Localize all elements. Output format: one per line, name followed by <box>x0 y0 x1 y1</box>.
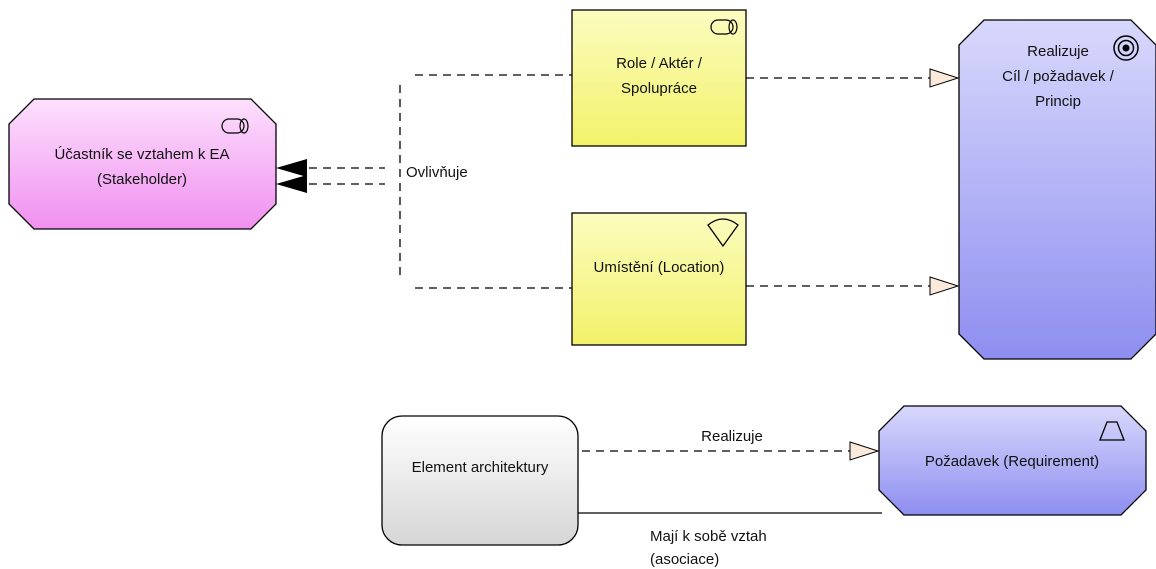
influences-arrowhead-lower <box>276 175 307 193</box>
goal-icon <box>1113 35 1139 61</box>
location-icon <box>707 218 739 248</box>
realizes-arrowhead-element-requirement <box>849 441 880 461</box>
role-label-line2: Spolupráce <box>621 80 697 97</box>
location-node[interactable]: Umístění (Location) <box>571 212 747 346</box>
goal-label-line3: Princip <box>1035 93 1081 110</box>
realizes-arrowhead-location-goal <box>929 276 960 296</box>
role-icon <box>221 118 249 134</box>
architecture-element-label: Element architektury <box>412 459 549 476</box>
requirement-label: Požadavek (Requirement) <box>925 453 1099 470</box>
association-label-line1: Mají k sobě vztah <box>650 528 767 545</box>
role-label-line1: Role / Aktér / <box>616 55 703 72</box>
realizes-label: Realizuje <box>701 428 763 445</box>
stakeholder-label-line1: Účastník se vztahem k EA <box>54 146 229 163</box>
role-icon <box>710 19 738 35</box>
architecture-element-node[interactable]: Element architektury <box>381 415 579 546</box>
goal-node[interactable]: Realizuje Cíl / požadavek / Princip <box>958 19 1156 360</box>
association-label-line2: (asociace) <box>650 551 719 568</box>
requirement-node[interactable]: Požadavek (Requirement) <box>878 405 1147 516</box>
role-actor-node[interactable]: Role / Aktér / Spolupráce <box>571 9 747 147</box>
goal-label-line2: Cíl / požadavek / <box>1002 68 1115 85</box>
influences-arrowhead-upper <box>276 159 307 177</box>
stakeholder-label-line2: (Stakeholder) <box>97 171 187 188</box>
stakeholder-node[interactable]: Účastník se vztahem k EA (Stakeholder) <box>8 98 277 230</box>
realizes-arrowhead-role-goal <box>929 68 960 88</box>
location-label: Umístění (Location) <box>594 259 725 276</box>
influences-label: Ovlivňuje <box>406 164 468 181</box>
influences-connector <box>309 74 572 289</box>
goal-label-line1: Realizuje <box>1027 43 1089 60</box>
requirement-icon <box>1099 421 1125 441</box>
